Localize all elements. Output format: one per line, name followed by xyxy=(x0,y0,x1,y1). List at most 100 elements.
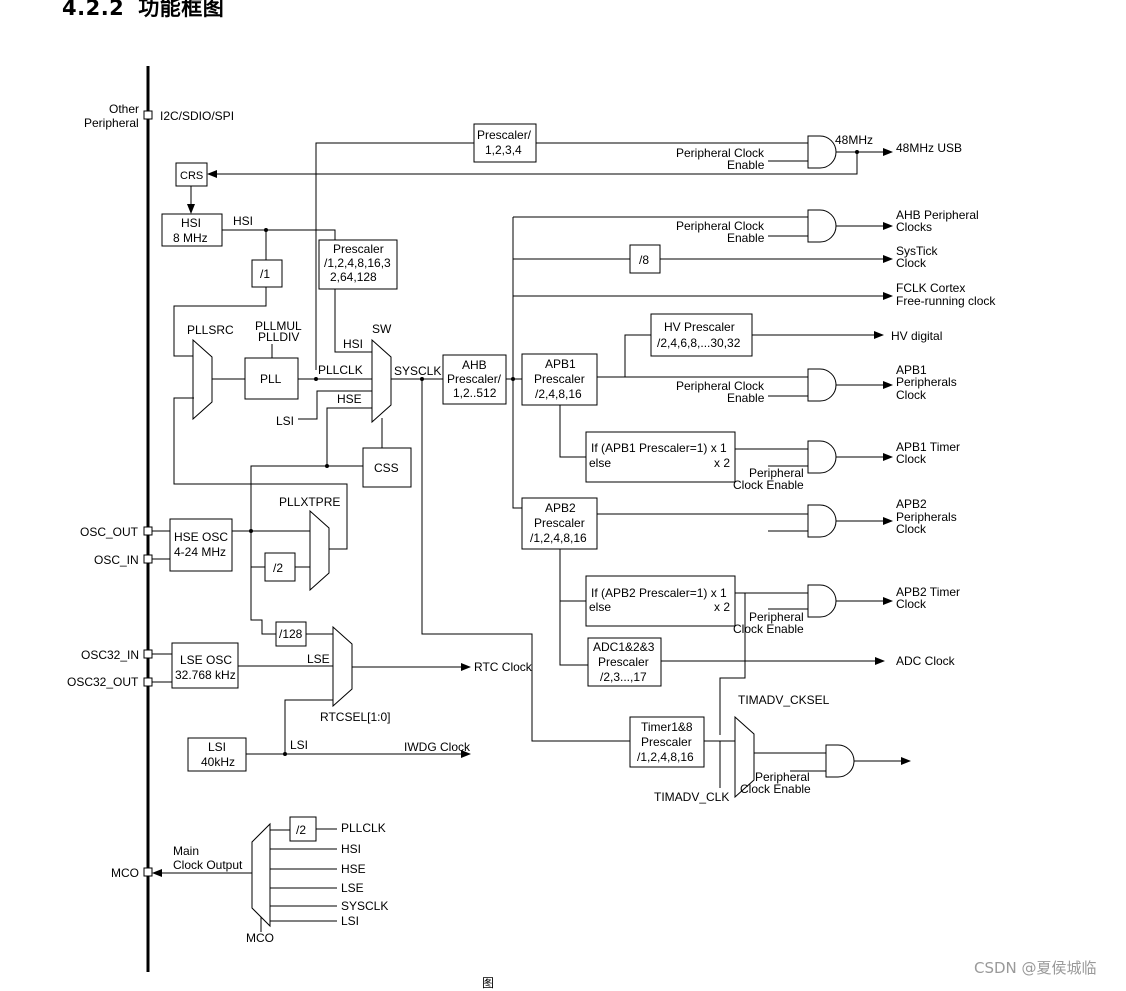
lse-osc-box xyxy=(171,642,239,689)
label-apb1-2: Prescaler xyxy=(534,372,585,386)
label-iwdg: IWDG Clock xyxy=(404,740,471,754)
usb-prescaler-label-1: Prescaler/ xyxy=(477,128,532,142)
pin-osc32-in xyxy=(143,649,153,659)
label-mco-div2: /2 xyxy=(296,823,306,837)
label-ahb-3: 1,2..512 xyxy=(453,386,497,400)
label-apb1-3: /2,4,8,16 xyxy=(535,387,582,401)
label-ahb-2: Prescaler/ xyxy=(447,372,502,386)
label-apb1-1: APB1 xyxy=(545,357,576,371)
label-lse: LSE xyxy=(307,652,330,666)
label-pllmul: PLLMUL xyxy=(255,319,302,333)
pin-osc-out xyxy=(143,526,153,536)
usb-prescaler-box xyxy=(473,123,537,163)
label-hsi-wire: HSI xyxy=(233,214,253,228)
label-hv-1: HV Prescaler xyxy=(664,320,735,334)
label-pllxtpre: PLLXTPRE xyxy=(279,495,340,509)
label-ahb-pce-1: Peripheral Clock xyxy=(676,219,765,233)
pllsrc-mux xyxy=(192,338,213,421)
label-apb1-pce-1: Peripheral Clock xyxy=(676,379,765,393)
wire-hse-sw xyxy=(326,407,372,466)
label-css: CSS xyxy=(374,461,399,475)
div1-box xyxy=(251,259,283,288)
label-if-apb1-2: else xyxy=(589,456,611,470)
label-apb2-2: Prescaler xyxy=(534,516,585,530)
pllxtpre-mux xyxy=(309,509,330,592)
label-div2: /2 xyxy=(273,561,283,575)
label-hse-osc-1: HSE OSC xyxy=(174,530,228,544)
apb2-prescaler-box xyxy=(521,497,598,550)
apb1-timer-and-gate xyxy=(807,440,837,474)
label-tim-1: Timer1&8 xyxy=(641,720,693,734)
label-systick-1: SysTick xyxy=(896,244,939,258)
wire-pllclk-usb xyxy=(315,142,474,370)
label-usb-out: 48MHz USB xyxy=(896,141,962,155)
label-sw: SW xyxy=(372,322,392,336)
label-apb2-out-1: APB2 xyxy=(896,497,927,511)
label-mco-main-2: Clock Output xyxy=(173,858,243,872)
label-adc-1: ADC1&2&3 xyxy=(593,640,655,654)
hv-prescaler-box xyxy=(650,313,753,357)
label-pre-sys-3: 2,64,128 xyxy=(330,270,377,284)
label-pre-sys-1: Prescaler xyxy=(333,242,384,256)
label-pll: PLL xyxy=(260,372,282,386)
wire-hse-div128 xyxy=(250,567,276,635)
label-adc-2: Prescaler xyxy=(598,655,649,669)
label-ahb-out-1: AHB Peripheral xyxy=(896,208,979,222)
dot-css xyxy=(325,464,329,468)
timer18-prescaler-box xyxy=(629,716,705,768)
label-if-apb2-3: x 2 xyxy=(714,600,730,614)
sys-prescaler-box xyxy=(318,239,398,290)
usb-and-gate xyxy=(807,135,837,169)
label-lsi-mux: LSI xyxy=(276,414,294,428)
apb2-and-gate xyxy=(807,504,837,538)
label-tim-pce-2: Clock Enable xyxy=(740,782,811,796)
label-lsi-box-2: 40kHz xyxy=(201,755,235,769)
pll-box xyxy=(244,357,299,400)
div128-box xyxy=(275,621,307,647)
label-mco-hsi: HSI xyxy=(341,842,361,856)
label-tim-pce-1: Peripheral xyxy=(755,770,810,784)
label-if-apb1-1: If (APB1 Prescaler=1) x 1 xyxy=(591,441,727,455)
label-timadv-cksel: TIMADV_CKSEL xyxy=(738,693,830,707)
pin-osc32-out xyxy=(143,677,153,687)
label-sysclk: SYSCLK xyxy=(394,364,441,378)
wire-div1-pllsrc xyxy=(173,287,267,357)
wire-apb2-adc xyxy=(559,601,588,666)
section-title: 功能框图 xyxy=(138,0,225,20)
label-if-apb1-3: x 2 xyxy=(714,456,730,470)
label-mco-lse: LSE xyxy=(341,881,364,895)
label-mco-mux: MCO xyxy=(246,931,274,945)
label-systick-2: Clock xyxy=(896,256,927,270)
label-apb1-out-1: APB1 xyxy=(896,363,927,377)
label-rtcsel: RTCSEL[1:0] xyxy=(320,710,390,724)
label-timadv-clk: TIMADV_CLK xyxy=(654,790,729,804)
label-apb1-timer-1: APB1 Timer xyxy=(896,440,960,454)
label-mco-sysclk: SYSCLK xyxy=(341,899,388,913)
wire-hv-in xyxy=(624,334,651,377)
pin-osc-in xyxy=(143,554,153,564)
lsi-box xyxy=(187,737,247,772)
label-48mhz: 48MHz xyxy=(835,133,873,147)
label-rtc: RTC Clock xyxy=(474,660,533,674)
pin-other-peripheral xyxy=(143,110,153,120)
label-mco-pin: MCO xyxy=(111,866,139,880)
label-tim-2: Prescaler xyxy=(641,735,692,749)
label-osc-in: OSC_IN xyxy=(94,553,139,567)
label-tim-3: /1,2,4,8,16 xyxy=(637,750,694,764)
label-mco-main-1: Main xyxy=(173,844,199,858)
label-div128: /128 xyxy=(279,627,303,641)
label-osc-out: OSC_OUT xyxy=(80,525,139,539)
label-apb2-timer-2: Clock xyxy=(896,597,927,611)
label-hv-2: /2,4,6,8,...30,32 xyxy=(657,336,741,350)
label-apb1-timer-2: Clock xyxy=(896,452,927,466)
wire-usb-crs xyxy=(207,152,858,178)
label-lse-osc-2: 32.768 kHz xyxy=(175,668,236,682)
label-hse-mux: HSE xyxy=(337,392,362,406)
watermark: CSDN @夏侯城临 xyxy=(974,959,1097,977)
ahb-prescaler-box xyxy=(442,354,507,405)
ahb-and-gate xyxy=(807,209,837,243)
label-i2c: I2C/SDIO/SPI xyxy=(160,109,234,123)
wire-apb2-timer xyxy=(559,549,586,602)
rtcsel-mux xyxy=(332,625,353,708)
